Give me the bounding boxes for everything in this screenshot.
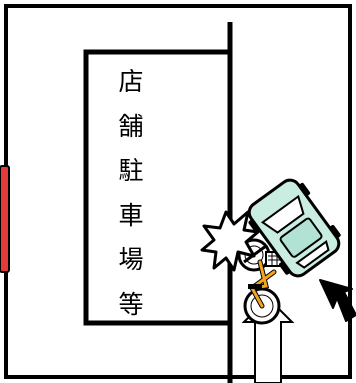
parking-lot-outline	[83, 49, 230, 326]
parking-lot-label: 店 舗 駐 車 場 等	[104, 60, 158, 327]
lot-label-char: 駐	[118, 156, 144, 185]
bicycle-icon	[237, 238, 285, 325]
impact-burst-icon	[200, 210, 260, 272]
car-icon	[247, 178, 341, 278]
side-tab	[0, 165, 10, 273]
lot-label-char: 等	[118, 289, 144, 319]
lot-label-char: 車	[118, 200, 144, 230]
lot-label-char: 舗	[118, 111, 144, 141]
arrow-up-left-icon	[319, 279, 356, 322]
lot-label-char: 店	[118, 67, 144, 96]
lot-label-char: 場	[118, 245, 144, 274]
